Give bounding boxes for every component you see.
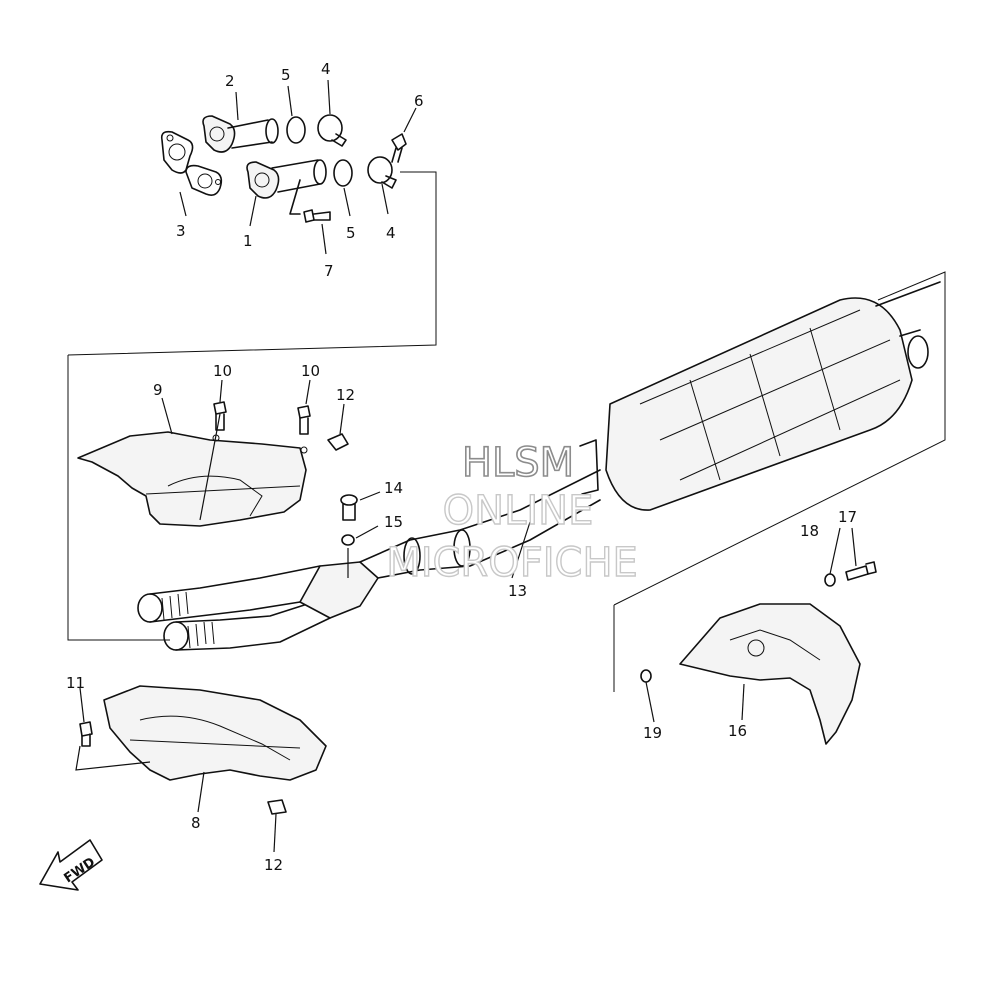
callout-4-lower: 4: [386, 224, 396, 242]
callout-8: 8: [191, 814, 201, 832]
watermark-line-2: ONLINE: [443, 488, 594, 534]
part-5-ring-lower: [333, 159, 353, 187]
part-4-clamp-lower: [367, 156, 397, 189]
callout-6: 6: [414, 92, 424, 110]
part-7-bolt: [303, 209, 331, 223]
callout-11: 11: [66, 674, 85, 692]
callout-5-lower: 5: [346, 224, 356, 242]
callout-2: 2: [225, 72, 235, 90]
part-17-bolt: [845, 561, 877, 581]
part-4-clamp-upper: [317, 114, 347, 147]
fwd-arrow: FWD: [39, 839, 103, 891]
callout-10-right: 10: [301, 362, 320, 380]
callout-4-upper: 4: [321, 60, 331, 78]
part-12-clip-upper: [327, 433, 349, 451]
part-13-exhaust-assembly: [137, 281, 941, 651]
part-14-bolt: [340, 494, 358, 521]
part-9-heat-protector: [77, 431, 308, 527]
part-15-washer: [341, 534, 355, 546]
watermark-line-1: HLSM: [462, 440, 574, 486]
part-2-exhaust-pipe: [202, 115, 279, 153]
part-6-bolt: [391, 133, 407, 163]
callout-labels: 1 2 3 4 4 5 5 6 7 8 9 10 10 11 12 12 13 …: [66, 60, 857, 874]
part-18-washer: [824, 573, 836, 587]
part-10-bolt-left: [213, 401, 227, 431]
part-16-muffler-cover: [679, 603, 861, 745]
part-5-ring-upper: [286, 116, 306, 144]
callout-1: 1: [243, 232, 253, 250]
callout-12-lower: 12: [264, 856, 283, 874]
callout-10-left: 10: [213, 362, 232, 380]
watermark-line-3: MICROFICHE: [386, 540, 638, 586]
callout-9: 9: [153, 381, 163, 399]
group-frame-exhaust-pipes: [67, 171, 437, 356]
group-frame-left: [67, 355, 170, 641]
part-19-washer: [640, 669, 652, 683]
callout-12-upper: 12: [336, 386, 355, 404]
part-3-gasket: [160, 130, 223, 196]
callout-17: 17: [838, 508, 857, 526]
callout-13: 13: [508, 582, 527, 600]
part-10-bolt-right: [297, 405, 311, 435]
part-1-exhaust-pipe: [246, 159, 327, 215]
callout-15: 15: [384, 513, 403, 531]
callout-18: 18: [800, 522, 819, 540]
callout-16: 16: [728, 722, 747, 740]
callout-14: 14: [384, 479, 403, 497]
group-frame-muffler: [613, 271, 946, 606]
callout-5-upper: 5: [281, 66, 291, 84]
leader-lines: [75, 79, 857, 853]
part-12-clip-lower: [267, 799, 287, 815]
watermark: HLSM ONLINE MICROFICHE: [385, 439, 638, 587]
callout-19: 19: [643, 724, 662, 742]
callout-7: 7: [324, 262, 334, 280]
part-11-bolt: [79, 721, 93, 747]
callout-3: 3: [176, 222, 186, 240]
part-8-heat-protector: [103, 685, 327, 781]
